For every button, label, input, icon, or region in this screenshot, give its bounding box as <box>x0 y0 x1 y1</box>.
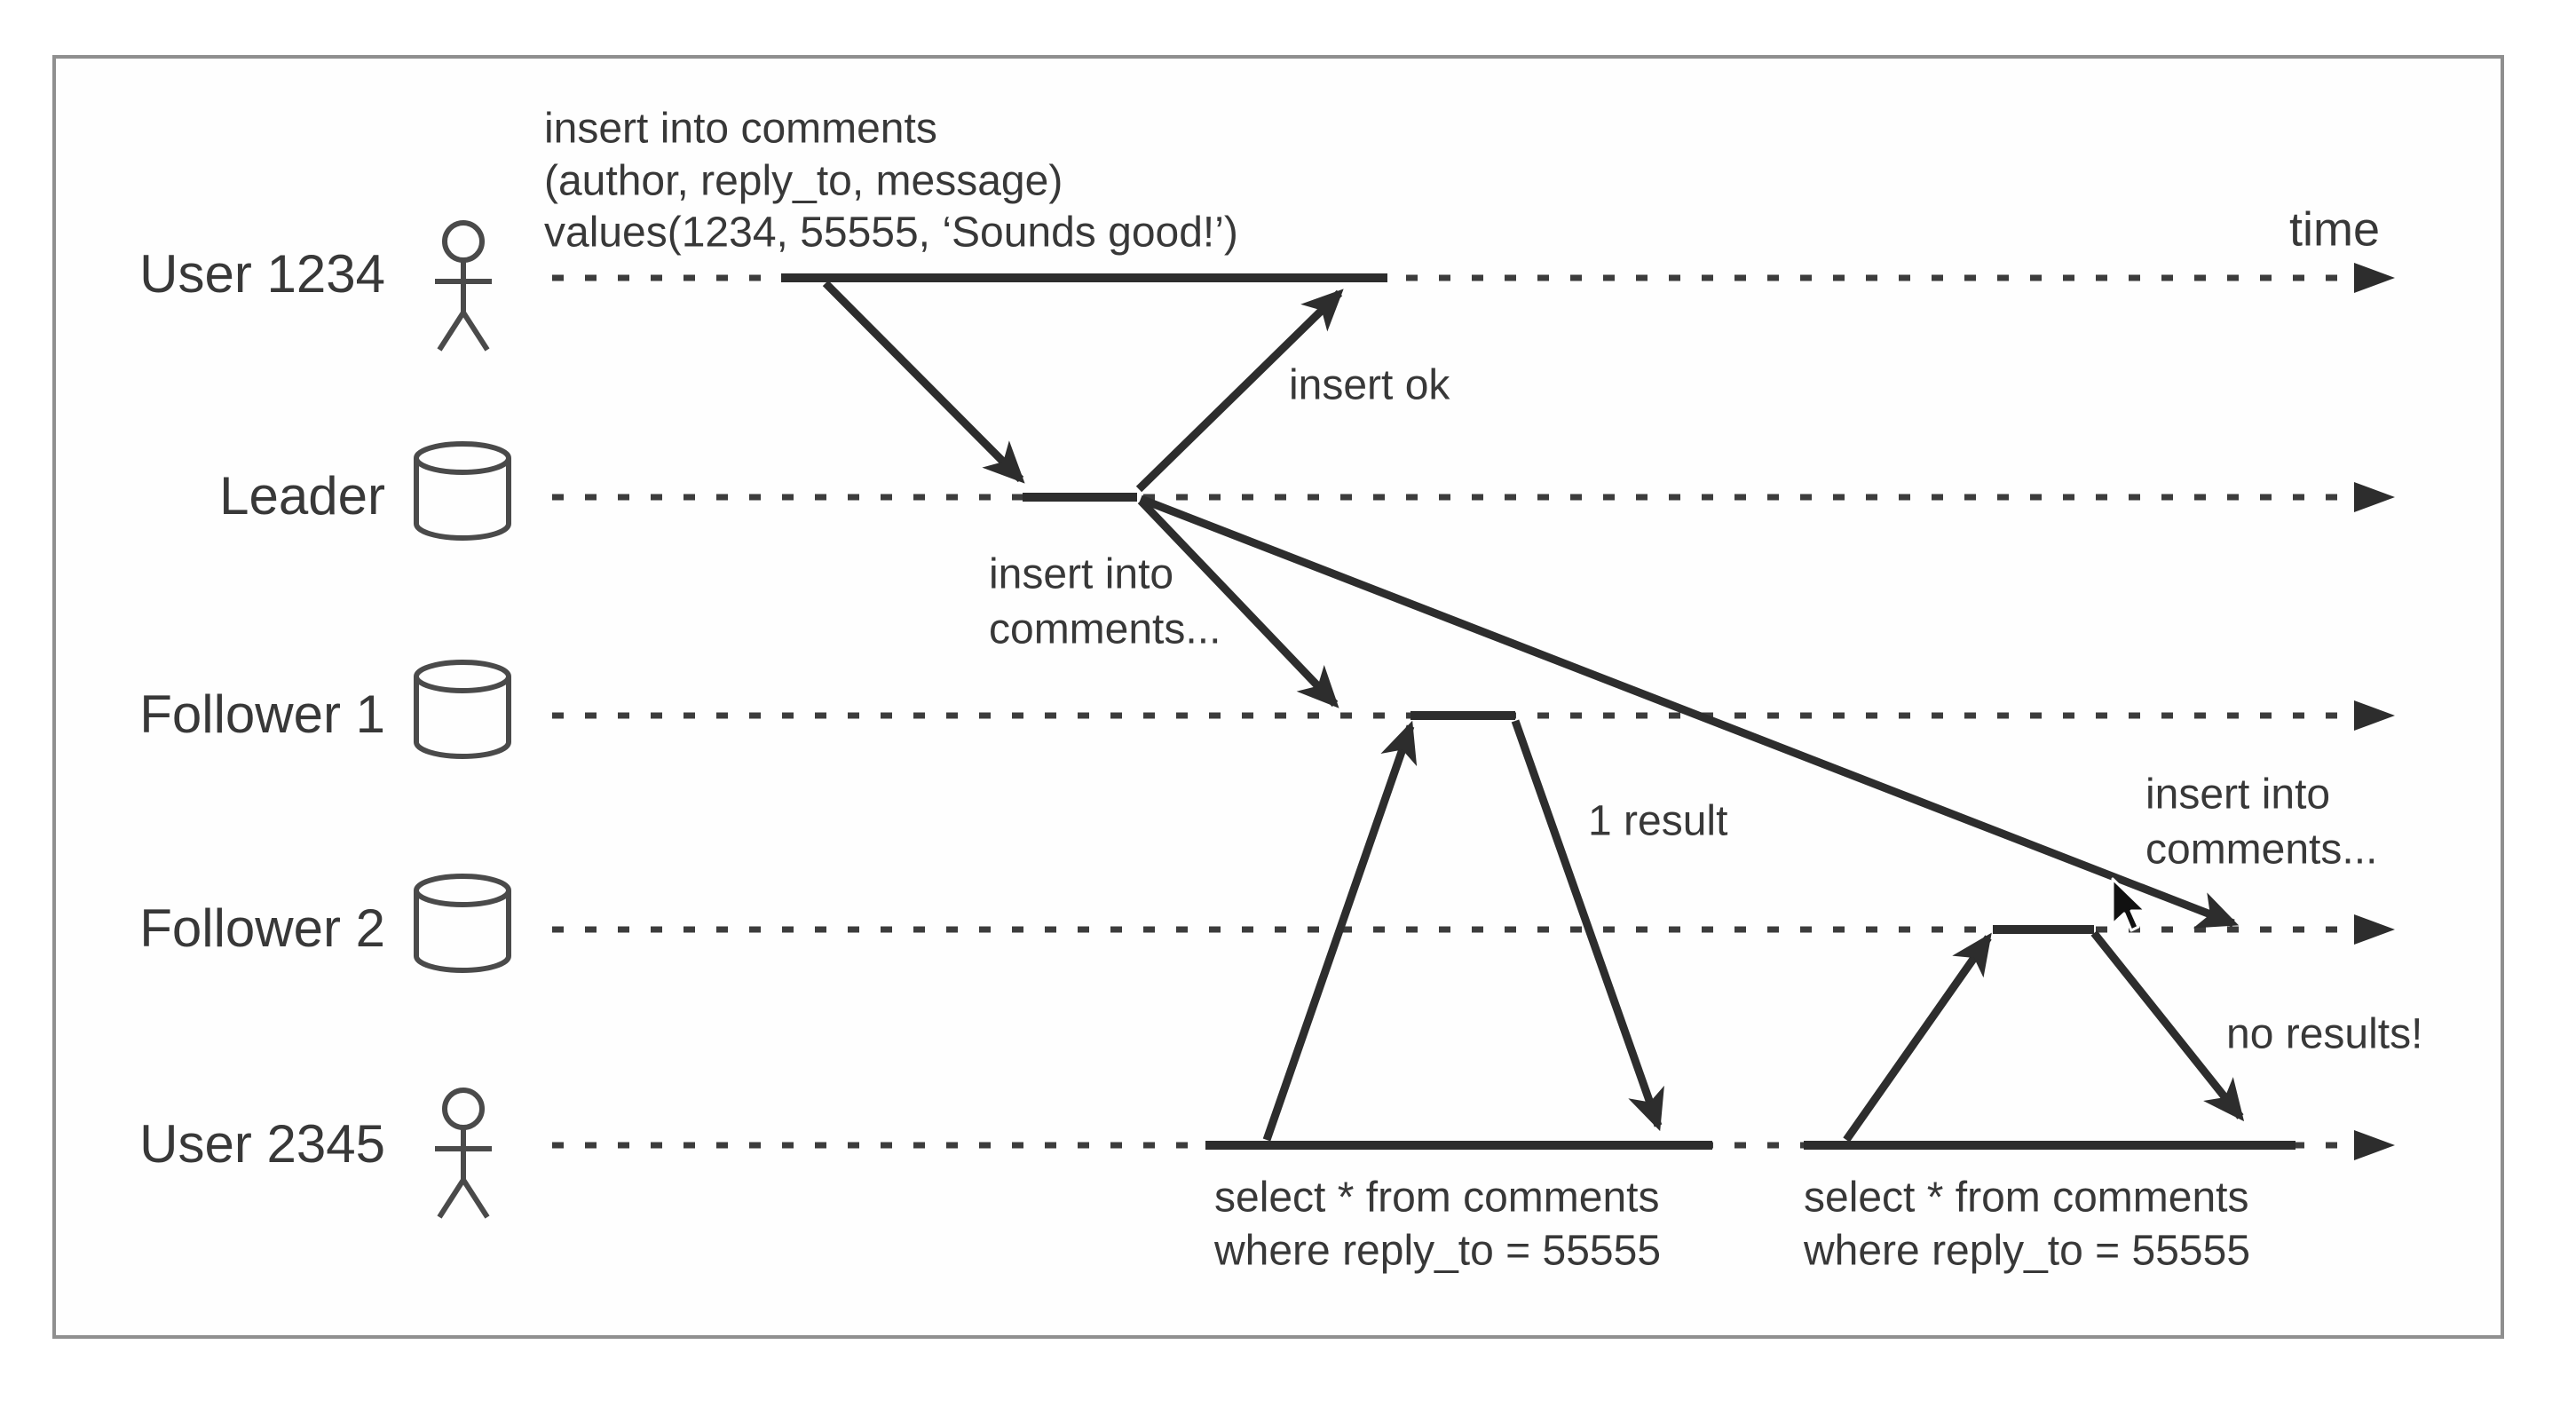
database-cylinder-icon <box>414 441 511 541</box>
arrow-select-follower1 <box>1262 720 1418 1142</box>
replicate-1-label-line1: insert into <box>989 551 1173 598</box>
arrow-select-follower2 <box>1843 932 1992 1143</box>
timeline-arrowhead <box>2354 914 2395 945</box>
actor-label-follower-1: Follower 1 <box>139 684 385 744</box>
time-axis-label: time <box>2289 202 2380 256</box>
actor-label-user-2345: User 2345 <box>139 1114 385 1174</box>
actor-label-user-1234: User 1234 <box>139 244 385 304</box>
select-query-2-line2: where reply_to = 55555 <box>1803 1228 2250 1275</box>
arrow-insert-ok <box>1135 289 1344 493</box>
one-result-label: 1 result <box>1588 798 1727 845</box>
person-icon <box>435 220 492 352</box>
message-arrows <box>822 280 2245 1143</box>
actor-labels: User 1234 Leader Follower 1 Follower 2 U… <box>139 244 385 1174</box>
timeline-arrowhead <box>2354 482 2395 512</box>
arrow-replicate-follower1 <box>1137 497 1339 708</box>
arrow-insert-request <box>822 280 1025 484</box>
timeline-arrowheads <box>2354 263 2395 1160</box>
select-query-2-line1: select * from comments <box>1804 1175 2248 1222</box>
actor-label-leader: Leader <box>219 466 385 526</box>
insert-query-line2: (author, reply_to, message) <box>544 158 1063 205</box>
busy-segments <box>781 273 2295 1150</box>
insert-ok-label: insert ok <box>1289 362 1450 409</box>
arrow-replicate-follower2 <box>1139 494 2240 929</box>
database-cylinder-icon <box>414 660 511 759</box>
actor-icons <box>414 220 511 1219</box>
select-query-1-line1: select * from comments <box>1214 1175 1659 1222</box>
timeline-arrowhead <box>2354 700 2395 731</box>
annotations: time insert into comments (author, reply… <box>544 106 2422 1275</box>
timeline-arrowhead <box>2354 1130 2395 1160</box>
replicate-2-label-line1: insert into <box>2145 771 2330 819</box>
arrow-result-follower2 <box>2090 930 2245 1122</box>
arrow-result-follower1 <box>1511 719 1664 1132</box>
person-icon <box>435 1088 492 1219</box>
replicate-1-label-line2: comments... <box>989 606 1221 653</box>
insert-query-line1: insert into comments <box>544 106 937 153</box>
mouse-cursor-icon <box>2111 877 2147 932</box>
database-cylinder-icon <box>414 874 511 973</box>
timeline-arrowhead <box>2354 263 2395 293</box>
actor-label-follower-2: Follower 2 <box>139 898 385 958</box>
replicate-2-label-line2: comments... <box>2145 827 2377 874</box>
insert-query-line3: values(1234, 55555, ‘Sounds good!’) <box>544 210 1238 257</box>
no-results-label: no results! <box>2226 1011 2422 1058</box>
select-query-1-line2: where reply_to = 55555 <box>1213 1228 1661 1275</box>
